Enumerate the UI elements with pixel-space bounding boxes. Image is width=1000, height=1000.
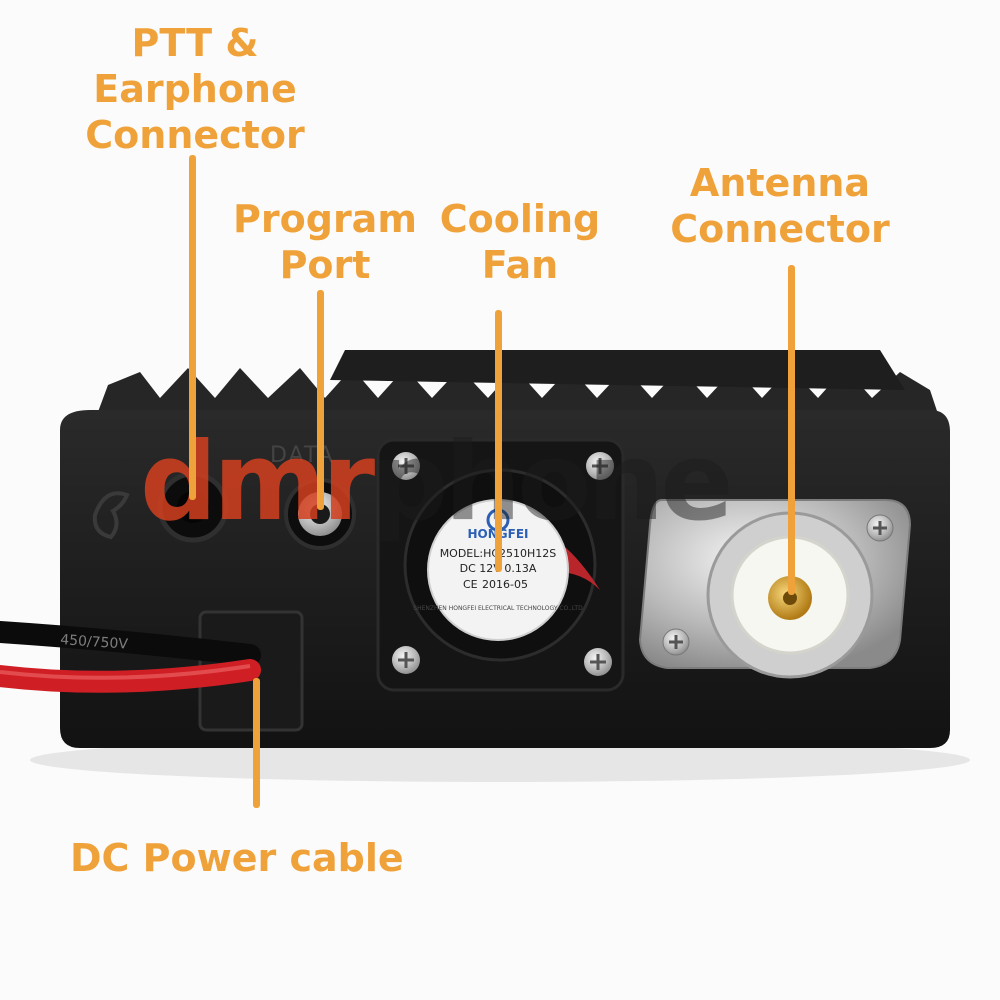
ptt-leader-line	[189, 155, 196, 500]
ptt-earphone-label: PTT & Earphone Connector	[85, 21, 305, 157]
program-port	[284, 478, 356, 550]
heatsink-fins	[95, 350, 940, 420]
cooling-fan-label: Cooling Fan	[439, 197, 601, 287]
program-port-label: Program Port	[233, 197, 417, 287]
mic-icon	[92, 491, 130, 540]
screw-icon	[662, 628, 690, 656]
fan-leader-line	[495, 310, 502, 572]
dc-leader-line	[253, 678, 260, 808]
program-leader-line	[317, 290, 324, 510]
antenna-connector-label: Antenna Connector	[670, 161, 890, 251]
screw-icon	[584, 648, 612, 676]
fan-ce-mark: CE	[463, 578, 478, 591]
screw-icon	[866, 514, 894, 542]
antenna-connector	[638, 499, 912, 679]
dc-power-cable-label: DC Power cable	[70, 836, 404, 880]
fan-maker: SHENZHEN HONGFEI ELECTRICAL TECHNOLOGY C…	[413, 605, 583, 612]
earphone-jack	[157, 471, 229, 543]
fan-date: 2016-05	[482, 578, 528, 591]
antenna-leader-line	[788, 265, 795, 595]
power-cable: 450/750V	[0, 610, 304, 732]
watermark: dmrphone	[140, 420, 734, 545]
screw-icon	[586, 452, 614, 480]
screw-icon	[392, 452, 420, 480]
cable-marking: 450/750V	[60, 632, 129, 653]
screw-icon	[392, 646, 420, 674]
